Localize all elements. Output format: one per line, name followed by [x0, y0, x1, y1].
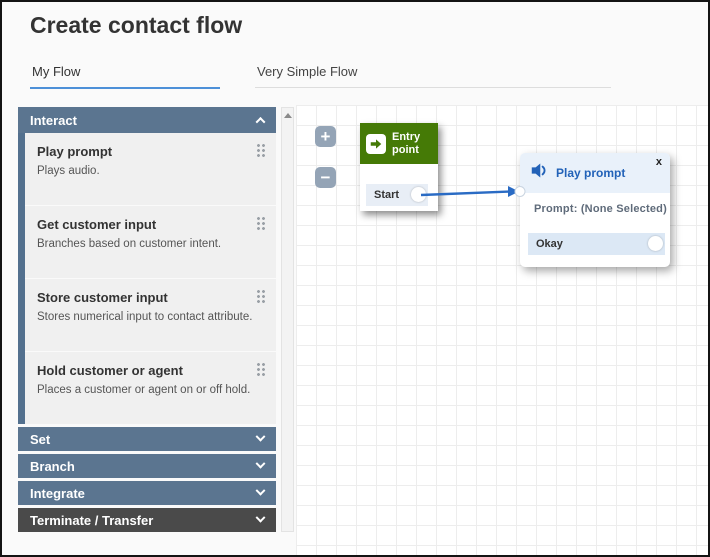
play-prompt-title: Play prompt	[556, 166, 626, 180]
play-prompt-header: Play prompt x	[520, 153, 670, 193]
block-title: Store customer input	[37, 290, 168, 305]
block-palette-sidebar: Interact Play prompt Plays audio. Get cu…	[18, 107, 276, 532]
block-description: Places a customer or agent on or off hol…	[37, 384, 251, 396]
chevron-down-icon	[255, 485, 266, 496]
flow-name-input[interactable]	[30, 60, 220, 89]
drag-handle-icon[interactable]	[256, 216, 266, 231]
block-description: Branches based on customer intent.	[37, 238, 222, 250]
palette-block-play-prompt[interactable]: Play prompt Plays audio.	[25, 133, 276, 205]
section-header-interact[interactable]: Interact	[18, 107, 276, 133]
section-header-branch[interactable]: Branch	[18, 454, 276, 478]
section-label: Terminate / Transfer	[30, 512, 154, 528]
flow-description-input[interactable]	[255, 60, 611, 88]
close-icon[interactable]: x	[655, 156, 662, 168]
entry-point-block[interactable]: Entry point Start	[360, 123, 438, 211]
section-header-terminate-transfer[interactable]: Terminate / Transfer	[18, 508, 276, 532]
page-title: Create contact flow	[30, 12, 243, 38]
okay-output-label: Okay	[536, 238, 563, 250]
okay-output-row: Okay	[528, 233, 665, 255]
chevron-down-icon	[255, 431, 266, 442]
play-prompt-block[interactable]: Play prompt x Prompt: (None Selected) Ok…	[520, 153, 670, 267]
block-description: Stores numerical input to contact attrib…	[37, 311, 253, 323]
block-title: Play prompt	[37, 144, 113, 159]
okay-connector[interactable]	[648, 236, 663, 251]
chevron-down-icon	[255, 458, 266, 469]
flow-canvas[interactable]: + − Entry point Start	[296, 105, 708, 555]
section-header-integrate[interactable]: Integrate	[18, 481, 276, 505]
drag-handle-icon[interactable]	[256, 289, 266, 304]
palette-block-store-customer-input[interactable]: Store customer input Stores numerical in…	[25, 279, 276, 351]
speaker-icon	[530, 162, 549, 184]
start-connector[interactable]	[411, 187, 426, 202]
entry-point-title: Entry point	[392, 131, 421, 156]
chevron-down-icon	[255, 512, 266, 523]
drag-handle-icon[interactable]	[256, 362, 266, 377]
prompt-selection-text: Prompt: (None Selected)	[534, 203, 667, 215]
section-label: Integrate	[30, 485, 85, 501]
section-label: Interact	[30, 112, 77, 128]
start-output-row: Start	[366, 184, 428, 206]
section-label: Set	[30, 431, 51, 447]
zoom-out-button[interactable]: −	[315, 167, 336, 188]
sidebar-scrollbar[interactable]	[281, 107, 294, 532]
entry-arrow-icon	[366, 133, 386, 154]
interact-block-list: Play prompt Plays audio. Get customer in…	[18, 133, 276, 424]
section-header-set[interactable]: Set	[18, 427, 276, 451]
chevron-up-icon	[255, 116, 266, 127]
block-title: Hold customer or agent	[37, 363, 183, 378]
block-description: Plays audio.	[37, 165, 100, 177]
block-title: Get customer input	[37, 217, 157, 232]
start-output-label: Start	[374, 189, 400, 201]
palette-block-hold-customer-or-agent[interactable]: Hold customer or agent Places a customer…	[25, 352, 276, 424]
palette-block-get-customer-input[interactable]: Get customer input Branches based on cus…	[25, 206, 276, 278]
drag-handle-icon[interactable]	[256, 143, 266, 158]
entry-point-header: Entry point	[360, 123, 438, 164]
section-label: Branch	[30, 458, 75, 474]
scrollbar-up-icon	[284, 113, 292, 118]
zoom-in-button[interactable]: +	[315, 126, 336, 147]
